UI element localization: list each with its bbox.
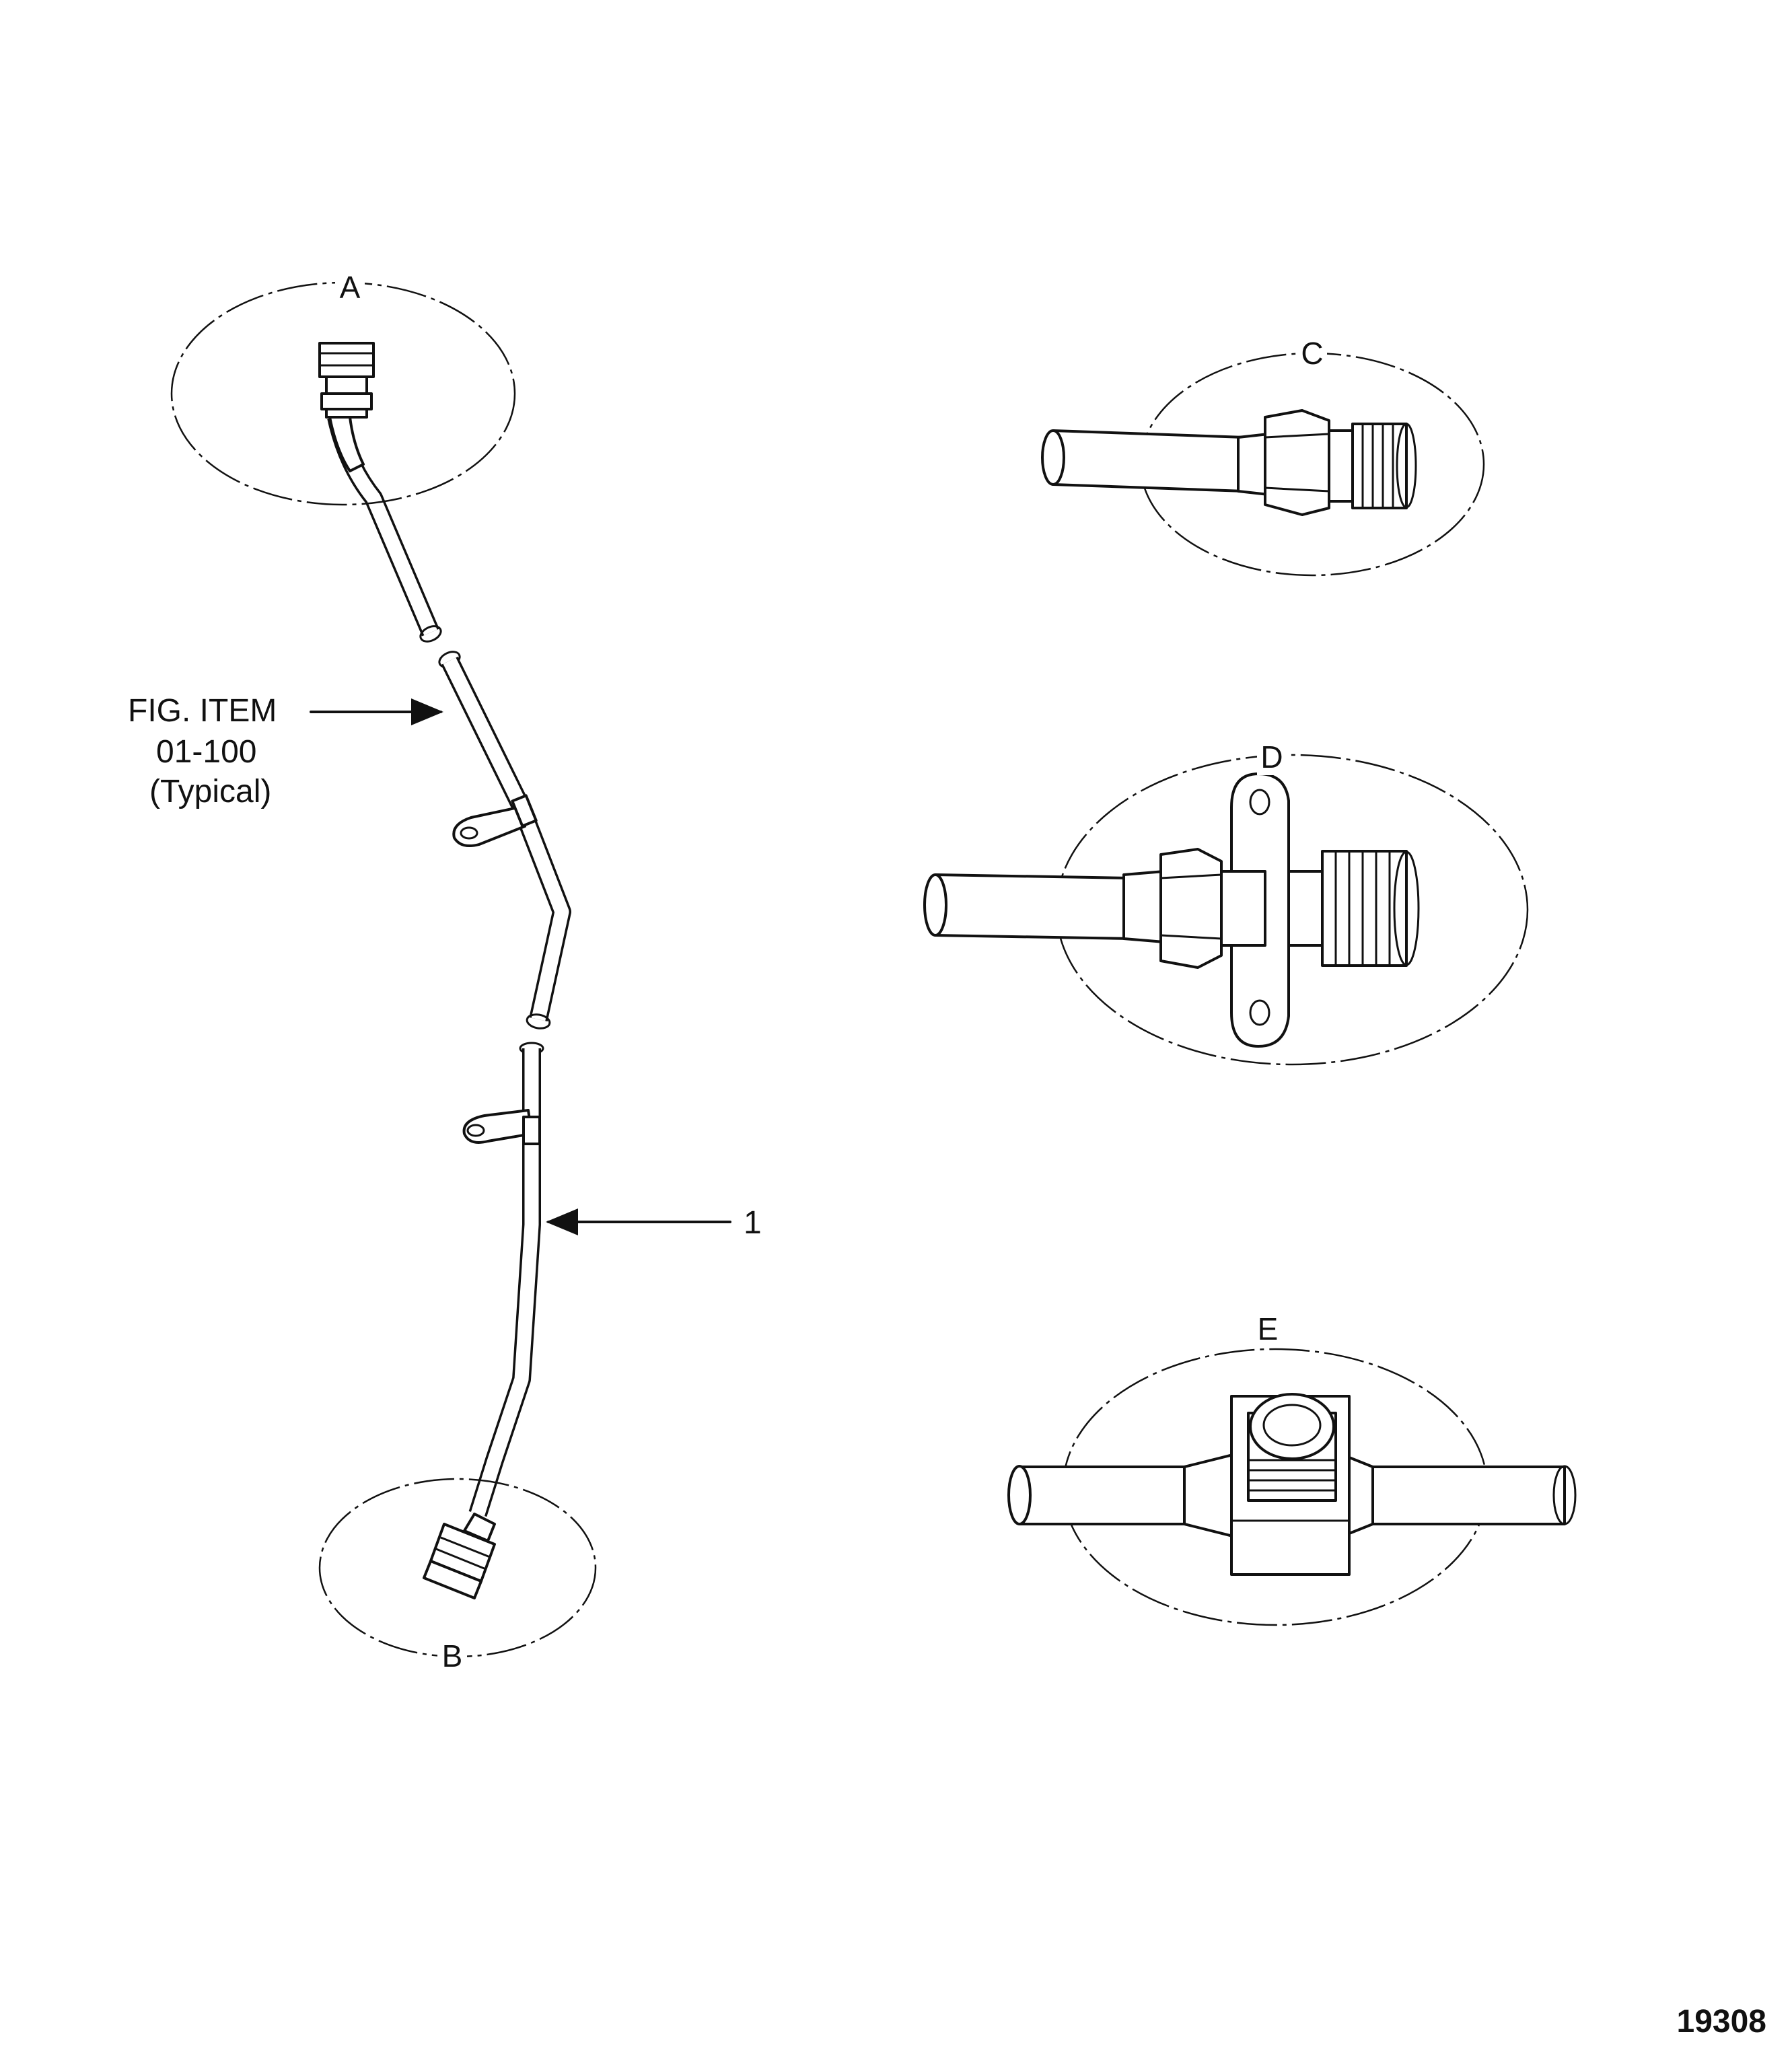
tube-assembly [170, 281, 597, 1658]
detail-e [1007, 1348, 1577, 1626]
detail-c [1041, 352, 1485, 577]
fig-item-label-line2: 01-100 [156, 734, 256, 770]
detail-label-e: E [1258, 1311, 1279, 1346]
fitting-b [423, 1513, 496, 1599]
detail-label-a: A [340, 270, 361, 305]
figure-number: 19308 [1677, 2004, 1766, 2039]
mounting-bracket-lower [462, 1109, 541, 1145]
item-1-label: 1 [744, 1205, 762, 1241]
callout-fig-item: FIG. ITEM 01-100 (Typical) [128, 693, 443, 809]
fitting-a [318, 342, 375, 472]
detail-d [923, 754, 1529, 1066]
detail-label-d: D [1260, 739, 1283, 774]
detail-label-c: C [1301, 336, 1323, 371]
mounting-bracket-upper [452, 794, 538, 847]
tube-segment-lower [462, 1042, 544, 1517]
fig-item-label-line3: (Typical) [149, 774, 271, 809]
detail-label-b: B [442, 1638, 463, 1673]
tube-segment-middle [438, 651, 571, 1029]
fig-item-label-line1: FIG. ITEM [128, 693, 277, 729]
callout-item-1: 1 [546, 1205, 762, 1241]
